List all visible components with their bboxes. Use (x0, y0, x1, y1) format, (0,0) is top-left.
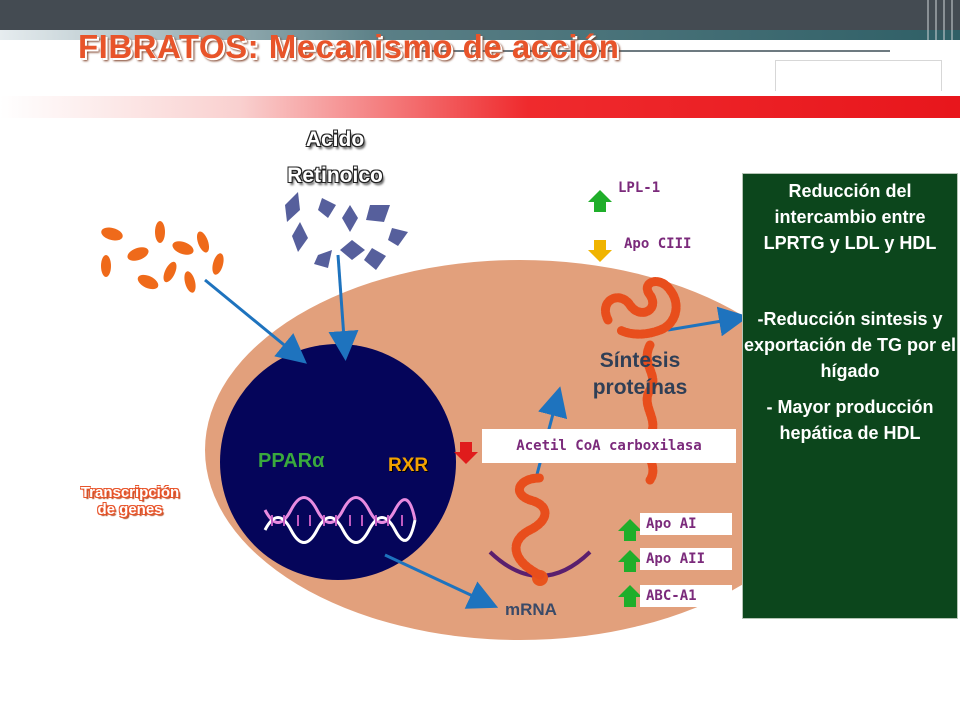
up-arrow-abca1 (618, 585, 642, 607)
transcription-arrow (384, 553, 499, 609)
retinoic-entry-arrow (328, 254, 359, 361)
up-arrow-lpl (588, 190, 612, 212)
effects-panel: Reducción del intercambio entre LPRTG y … (742, 173, 958, 619)
up-arrow-apoai (618, 519, 642, 541)
corner-lines (927, 0, 953, 40)
up-arrow-apoaii (618, 550, 642, 572)
red-band (0, 96, 960, 118)
lpl-1-label: LPL-1 (618, 180, 661, 196)
fibrate-entry-arrow (204, 278, 307, 364)
effect-1: Reducción del intercambio entre LPRTG y … (763, 181, 937, 253)
fibrate-molecules-icon (101, 221, 224, 293)
apo-aii-label: Apo AII (640, 548, 732, 570)
top-bar (0, 0, 960, 30)
apo-ai-label: Apo AI (640, 513, 732, 535)
title-rule (420, 50, 890, 52)
title-frame (775, 60, 942, 91)
effect-2: -Reducción sintesis y exportación de TG … (743, 309, 957, 381)
rxr-label: RXR (388, 455, 429, 476)
down-arrow-acetil (454, 442, 478, 464)
effect-arrow (667, 306, 749, 337)
top-bar-stripe (0, 30, 960, 40)
mrna-coil (511, 473, 550, 580)
ppar-alpha-label: PPARα (258, 450, 325, 472)
mrna-label: mRNA (505, 600, 557, 619)
slide-title: FIBRATOS: Mecanismo de acción (78, 28, 620, 65)
gene-transcription-label: Transcripción de genes (80, 484, 180, 518)
apo-ciii-label: Apo CIII (624, 236, 692, 252)
protein-synthesis-label: Síntesis proteínas (592, 349, 688, 399)
dna-helix-icon (263, 496, 417, 544)
effect-3: - Mayor producción hepática de HDL (766, 397, 934, 443)
down-arrow-apoc3 (588, 240, 612, 262)
retinoic-acid-label: Acido Retinoico (287, 128, 383, 187)
retinoic-acid-molecules-icon (285, 192, 408, 270)
acetyl-coa-carboxylase-label: Acetil CoA carboxilasa (482, 429, 736, 463)
abc-a1-label: ABC-A1 (640, 585, 732, 607)
